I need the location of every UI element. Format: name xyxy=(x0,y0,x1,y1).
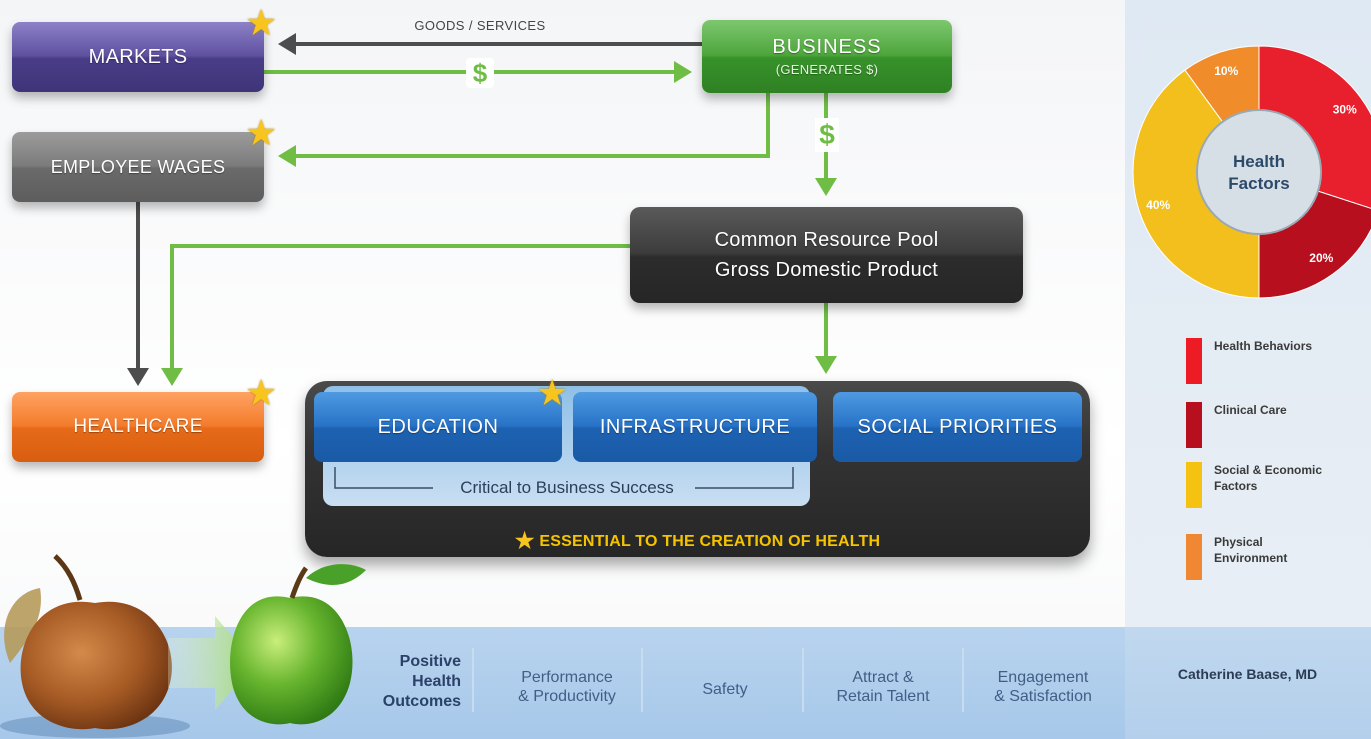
legend-label: Clinical Care xyxy=(1214,403,1287,417)
education-label: EDUCATION xyxy=(377,415,499,438)
legend-label: Health Behaviors xyxy=(1214,339,1313,353)
legend-swatch xyxy=(1186,462,1202,508)
legend-label: Physical Environment xyxy=(1214,535,1288,565)
outcomes-title-line-2: Health xyxy=(412,673,461,690)
rotten-apple xyxy=(20,601,172,730)
outcome-line-2: Retain Talent xyxy=(836,688,930,705)
outcome-line-1: Engagement xyxy=(997,669,1089,686)
resource-pool-box: Common Resource Pool Gross Domestic Prod… xyxy=(630,207,1023,303)
donut-label: 30% xyxy=(1333,103,1357,117)
healthcare-box: HEALTHCARE xyxy=(12,392,264,462)
legend-swatch xyxy=(1186,338,1202,384)
pool-line-1: Common Resource Pool xyxy=(714,229,939,251)
healthcare-star-icon: ★ xyxy=(245,372,278,413)
divider xyxy=(641,648,643,712)
outcome-performance: Performance & Productivity xyxy=(492,668,642,706)
apple-leaf xyxy=(306,564,366,585)
infrastructure-box: INFRASTRUCTURE xyxy=(573,392,817,462)
wages-to-healthcare-arrowhead xyxy=(127,368,149,386)
business-box: BUSINESS (GENERATES $) xyxy=(702,20,952,93)
outcome-line-1: Performance xyxy=(521,669,613,686)
dried-leaf xyxy=(4,588,41,663)
critical-to-business-label: Critical to Business Success xyxy=(460,478,674,497)
outcome-line-1: Attract & xyxy=(852,669,914,686)
donut-label: 40% xyxy=(1146,198,1170,212)
pool-to-healthcare-line xyxy=(170,244,630,368)
markets-star-icon: ★ xyxy=(245,2,278,43)
legend-swatch xyxy=(1186,534,1202,580)
education-box: EDUCATION xyxy=(314,392,562,462)
divider xyxy=(962,648,964,712)
outcomes-title-line-1: Positive xyxy=(399,653,461,670)
legend-physical-environment: Physical Environment xyxy=(1186,534,1324,580)
outcome-line-2: & Satisfaction xyxy=(994,688,1092,705)
employee-wages-label: EMPLOYEE WAGES xyxy=(50,156,226,177)
business-sublabel: (GENERATES $) xyxy=(775,62,879,77)
donut-center xyxy=(1196,109,1322,235)
pool-to-healthcare-arrowhead xyxy=(161,368,183,386)
health-factors-donut: Health Factors 30% 20% 40% 10% xyxy=(1132,45,1371,299)
pool-to-programs-arrowhead xyxy=(815,356,837,374)
legend-social-economic: Social & Economic Factors xyxy=(1186,462,1324,508)
outcome-line-2: & Productivity xyxy=(518,688,616,705)
education-star-icon: ★ xyxy=(536,372,569,413)
goods-services-label: GOODS / SERVICES xyxy=(414,18,546,33)
legend-swatch xyxy=(1186,402,1202,448)
employee-wages-box: EMPLOYEE WAGES xyxy=(12,132,264,202)
dollar-sign-business: $ xyxy=(815,118,839,152)
fresh-apple xyxy=(230,596,353,725)
divider xyxy=(802,648,804,712)
legend-health-behaviors: Health Behaviors xyxy=(1186,338,1324,384)
outcome-engagement: Engagement & Satisfaction xyxy=(968,668,1118,706)
pool-line-2: Gross Domestic Product xyxy=(714,259,939,281)
healthcare-label: HEALTHCARE xyxy=(73,416,203,437)
author-credit: Catherine Baase, MD xyxy=(1177,666,1318,682)
essential-star-icon: ★ xyxy=(514,528,535,553)
outcome-safety: Safety xyxy=(650,680,800,699)
markets-box: MARKETS xyxy=(12,22,264,92)
business-success-bracket xyxy=(334,467,794,489)
essential-label: ★ ESSENTIAL TO THE CREATION OF HEALTH xyxy=(305,528,1090,553)
social-priorities-label: SOCIAL PRIORITIES xyxy=(857,415,1058,438)
essential-text: ESSENTIAL TO THE CREATION OF HEALTH xyxy=(539,533,881,550)
outcomes-title-line-3: Outcomes xyxy=(382,693,461,710)
donut-label: 10% xyxy=(1214,64,1238,78)
dollar-sign-markets: $ xyxy=(466,58,494,88)
markets-to-business-arrowhead xyxy=(674,61,692,83)
business-label: BUSINESS xyxy=(772,36,882,58)
apples-illustration xyxy=(0,554,366,738)
goods-services-arrowhead xyxy=(278,33,296,55)
outcome-line-1: Safety xyxy=(702,681,748,698)
divider xyxy=(472,648,474,712)
business-to-wages-arrowhead xyxy=(278,145,296,167)
legend-label: Social & Economic Factors xyxy=(1214,463,1323,493)
wages-star-icon: ★ xyxy=(245,112,278,153)
donut-center-line-1: Health xyxy=(1233,152,1285,171)
markets-label: MARKETS xyxy=(88,45,188,68)
donut-segments xyxy=(1132,45,1371,299)
donut-center-line-2: Factors xyxy=(1228,174,1289,193)
positive-health-outcomes-title: Positive Health Outcomes xyxy=(358,652,461,712)
business-to-wages-line xyxy=(296,93,770,158)
infrastructure-label: INFRASTRUCTURE xyxy=(599,415,791,438)
outcome-attract-retain: Attract & Retain Talent xyxy=(808,668,958,706)
social-priorities-box: SOCIAL PRIORITIES xyxy=(833,392,1082,462)
legend-clinical-care: Clinical Care xyxy=(1186,402,1324,448)
donut-label: 20% xyxy=(1309,251,1333,265)
author-band xyxy=(1125,627,1371,739)
business-to-pool-arrowhead xyxy=(815,178,837,196)
